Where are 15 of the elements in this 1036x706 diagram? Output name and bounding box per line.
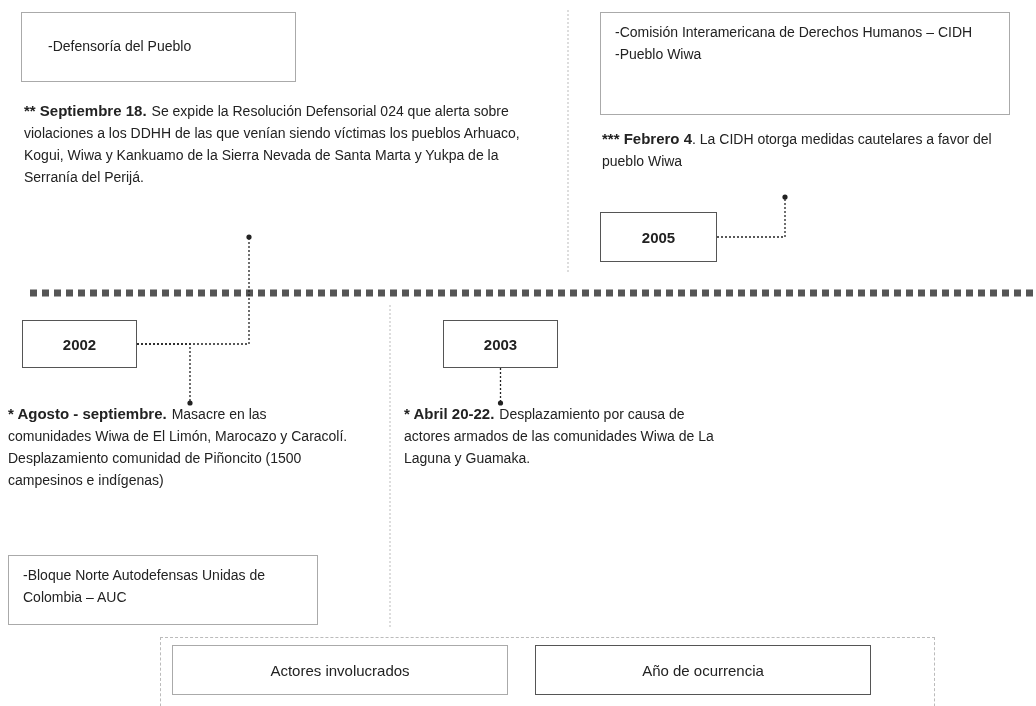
legend-item: Año de ocurrencia — [535, 645, 871, 695]
connector-line — [136, 343, 193, 406]
event-text: ** Septiembre 18. Se expide la Resolución Defensorial 024 que alerta sobre violaciones a los DDHH de las que venían siendo víctimas los pueblos Arhuaco, Kogui, Wiwa y Kankuamo de la Sierra Nevada de Santa Marta y Yukpa de la Serranía del Perijá. — [24, 100, 534, 237]
event-text: *** Febrero 4. La CIDH otorga medidas cautelares a favor del pueblo Wiwa — [602, 128, 1002, 197]
year-box: 2003 — [443, 320, 558, 368]
event-text: * Agosto - septiembre. Masacre en las comunidades Wiwa de El Limón, Marocazo y Caracolí. Desplazamiento comunidad de Piñoncito (1500 campesinos e indígenas) — [8, 403, 353, 545]
actor-box: -Comisión Interamericana de Derechos Humanos – CIDH -Pueblo Wiwa — [600, 12, 1010, 115]
actor-box: -Bloque Norte Autodefensas Unidas de Colombia – AUC — [8, 555, 318, 625]
event-text: * Abril 20-22. Desplazamiento por causa de actores armados de las comunidades Wiwa de La Laguna y Guamaka. — [404, 403, 719, 523]
connector-line — [716, 194, 788, 238]
actor-box: -Defensoría del Pueblo — [21, 12, 296, 82]
year-box: 2005 — [600, 212, 717, 262]
connector-line — [497, 367, 504, 406]
legend-item: Actores involucrados — [172, 645, 508, 695]
year-box: 2002 — [22, 320, 137, 368]
